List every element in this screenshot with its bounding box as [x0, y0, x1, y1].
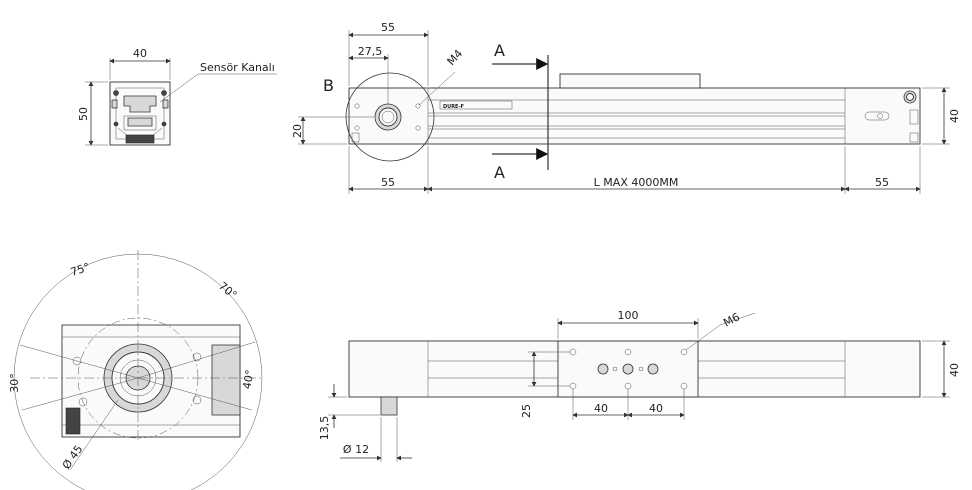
dim-55-left-text: 55	[381, 176, 395, 189]
slot-hole	[864, 111, 890, 121]
actuator-top-view: 100 M6 40 25 40 40 13,5 Ø 12	[318, 309, 961, 462]
dim-13-5-text: 13,5	[318, 416, 331, 441]
m4-leader	[418, 71, 456, 106]
bolt-hole-3	[78, 397, 88, 407]
end-foot	[65, 407, 81, 435]
m6-thread-label: M6	[721, 310, 742, 329]
bolt-hole-2	[192, 352, 202, 362]
end-view-angles: 75° 70° 30° 40° Ø 45	[8, 250, 263, 490]
profile-inner-channel	[123, 95, 157, 113]
dim-40-a-text: 40	[594, 402, 608, 415]
carriage-brand-text: DURE-F	[443, 104, 464, 110]
shaft-stub	[380, 396, 398, 416]
angle-70-text: 70°	[216, 279, 239, 301]
dim-40-b-text: 40	[649, 402, 663, 415]
length-max-text: L MAX 4000MM	[594, 176, 679, 189]
dim-27-5-text: 27,5	[358, 45, 383, 58]
dim-40-right-text: 40	[948, 109, 961, 123]
detail-label-b: B	[323, 76, 334, 95]
diameter-45-text: Ø 45	[60, 443, 86, 472]
section-label-a-top: A	[494, 41, 505, 60]
center-hole-2	[622, 363, 634, 375]
dim-100-text: 100	[618, 309, 639, 322]
center-hole-3	[647, 363, 659, 375]
sensor-channel-label: Sensör Kanalı	[200, 61, 275, 74]
height-dim-text: 50	[77, 107, 90, 121]
end-side-plate	[211, 344, 241, 416]
width-dim-text: 40	[133, 47, 147, 60]
section-label-a-bottom: A	[494, 163, 505, 182]
bolt-hole-4	[192, 395, 202, 405]
m4-thread-label: M4	[445, 47, 466, 68]
dim-20-text: 20	[291, 124, 304, 138]
bolt-hole-1	[72, 356, 82, 366]
sensor-leader-line	[159, 73, 199, 103]
dim-55-top-text: 55	[381, 21, 395, 34]
center-hole-1	[597, 363, 609, 375]
actuator-front-view: DURE-F B A A 55 27,5	[291, 21, 961, 194]
profile-outline	[109, 81, 171, 146]
dim-d12-text: Ø 12	[343, 443, 369, 456]
profile-section-view: 40 50 Sensör Kanalı	[77, 47, 277, 146]
dim-40-right-top-view: 40	[948, 363, 961, 377]
angle-30-text: 30°	[8, 373, 21, 393]
diameter-45-leader	[69, 399, 119, 471]
dim-25-text: 25	[520, 404, 533, 418]
profile-bottom-slot	[125, 134, 155, 144]
angle-40-text: 40°	[240, 369, 256, 390]
dim-55-right-text: 55	[875, 176, 889, 189]
carriage-plate	[559, 73, 701, 89]
angle-75-text: 75°	[69, 260, 92, 278]
